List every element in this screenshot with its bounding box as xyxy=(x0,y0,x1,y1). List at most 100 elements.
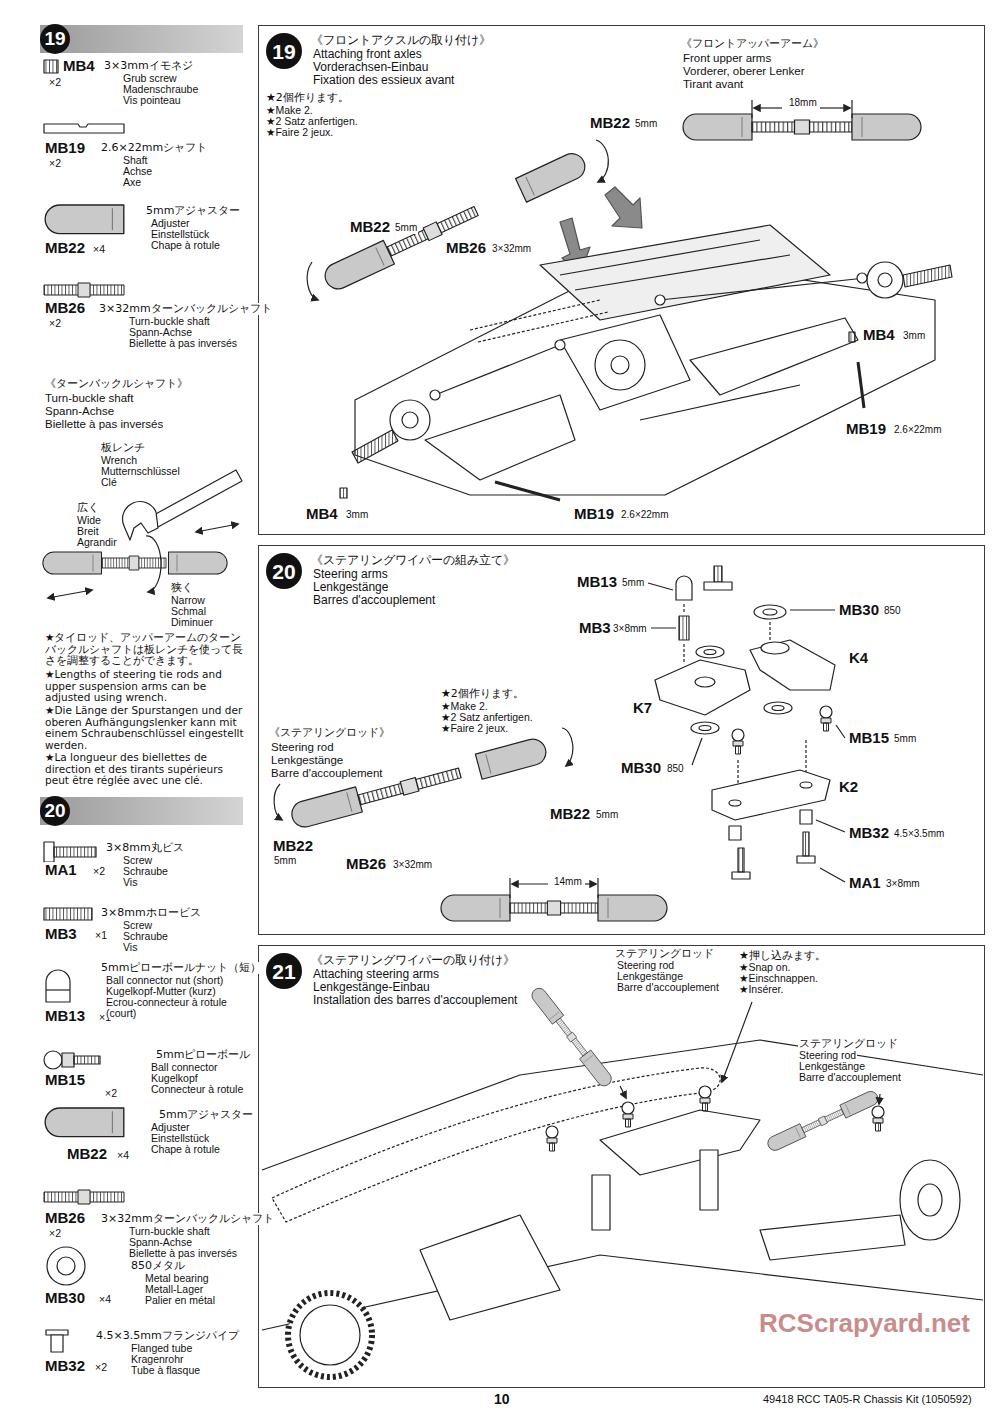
steering-arm-parts xyxy=(676,576,692,600)
caption-text: ×4 xyxy=(116,1150,130,1161)
steering-arm-parts xyxy=(754,605,786,619)
caption-text: Chape à rotule xyxy=(150,240,221,251)
dimension-label: 5mm xyxy=(634,119,658,130)
chassis-figure xyxy=(857,273,867,283)
caption-text: Einstellstück xyxy=(150,1133,210,1144)
part-code: MB4 xyxy=(305,506,339,522)
caption-text: Axe xyxy=(122,177,142,188)
chassis-figure xyxy=(900,1160,960,1240)
caption-text: Clé xyxy=(100,477,118,488)
japanese-caption: 3×32mmターンバックルシャフト xyxy=(100,1213,275,1225)
dimension-label: 2.6×22mm xyxy=(620,510,670,521)
japanese-caption: 850メタル xyxy=(130,1260,186,1272)
caption-text: ×4 xyxy=(98,1294,112,1305)
dimension-label: 14mm xyxy=(553,877,583,888)
japanese-caption: ステアリングロッド xyxy=(614,948,715,960)
steering-arm-parts xyxy=(732,729,744,754)
step-number-text: 20 xyxy=(40,796,70,826)
dimension-label: 5mm xyxy=(394,223,418,234)
part-code: MB3 xyxy=(578,620,612,636)
subtitle: Tirant avant xyxy=(682,78,744,90)
chassis-figure xyxy=(435,345,560,395)
japanese-caption: 板レンチ xyxy=(100,442,146,454)
chassis-figure xyxy=(352,430,398,463)
japanese-caption: 5mmピローボール xyxy=(155,1049,251,1061)
caption-text: Adjuster xyxy=(150,1122,191,1133)
part-code: MB26 xyxy=(44,300,86,316)
wrench-figure xyxy=(102,556,166,570)
japanese-caption: 5mmアジャスター xyxy=(145,205,241,217)
part-code: MB26 xyxy=(345,856,387,872)
chassis-figure xyxy=(390,400,430,440)
chassis-figure xyxy=(300,1305,360,1365)
caption-text: ×2 xyxy=(48,77,62,88)
part-icons xyxy=(74,1056,100,1064)
subtitle: Turn-buckle shaft xyxy=(44,392,134,404)
assembly-illustration xyxy=(43,60,983,1377)
part-icons xyxy=(44,908,92,920)
part-icons xyxy=(44,283,124,297)
chassis-figure xyxy=(879,1094,880,1104)
dimension-label: 3×32mm xyxy=(491,244,532,255)
page-number: 10 xyxy=(493,1392,511,1407)
chassis-figure xyxy=(560,240,790,290)
part-icons xyxy=(47,1247,85,1285)
chassis-figure xyxy=(595,340,645,390)
steering-rod-figure xyxy=(510,901,598,915)
part-code: MB4 xyxy=(862,327,896,343)
part-code: K4 xyxy=(848,650,869,666)
caption-text: Vis xyxy=(122,877,138,888)
caption-text: Ball connector nut (short) xyxy=(105,975,224,986)
step-title: 《ステアリングワイパーの取り付け》 xyxy=(311,952,515,969)
caption-text: (court) xyxy=(105,1008,137,1019)
watermark: RCScrapyard.net xyxy=(758,1310,971,1337)
caption-text: Kragenrohr xyxy=(130,1354,185,1365)
part-code: MB22 xyxy=(66,1146,108,1162)
steering-arm-parts xyxy=(800,782,812,788)
wrench-figure xyxy=(48,590,92,598)
dimension-label: 5mm xyxy=(273,856,297,867)
part-code: MB13 xyxy=(576,574,618,590)
steering-rod-figure xyxy=(512,883,548,884)
chassis-figure xyxy=(660,278,865,300)
caption-text: Adjuster xyxy=(150,218,191,229)
part-code: MB30 xyxy=(838,602,880,618)
caption-text: Steering rod xyxy=(798,1050,857,1061)
wrench-figure xyxy=(152,470,242,527)
chassis-figure xyxy=(555,1017,588,1056)
chassis-figure xyxy=(529,985,564,1024)
step-title: 《ステアリングワイパーの組み立て》 xyxy=(311,552,515,569)
dimension-label: 3×32mm xyxy=(392,860,433,871)
turnbuckle-figure xyxy=(596,140,608,182)
japanese-caption: 《フロントアッパーアーム》 xyxy=(680,38,825,50)
dimension-label: 18mm xyxy=(788,98,818,109)
caption-text: Spann-Achse xyxy=(128,1237,193,1248)
caption-text: ★Snap on. xyxy=(738,962,791,973)
subtitle: Barre d'accouplement xyxy=(270,767,384,779)
caption-text: ★Insérer. xyxy=(738,984,784,995)
step-title: Vorderachsen-Einbau xyxy=(313,60,428,74)
chassis-figure xyxy=(867,262,903,298)
upper-arm-figure xyxy=(683,114,752,140)
part-icons xyxy=(44,60,124,297)
chassis-figure xyxy=(402,412,418,428)
part-code: K2 xyxy=(838,779,859,795)
caption-text: ★Faire 2 jeux. xyxy=(265,127,334,138)
steering-arm-parts xyxy=(772,706,784,711)
steering-rod-figure xyxy=(475,736,548,779)
steering-arm-parts xyxy=(803,832,809,856)
step-title: Attaching steering arms xyxy=(313,967,439,981)
step-title: Lenkgestänge xyxy=(313,580,388,594)
steering-rod-figure xyxy=(585,883,596,884)
step-title: Fixation des essieux avant xyxy=(313,73,454,87)
step-panel: 《フロントアクスルの取り付け》Attaching front axlesVord… xyxy=(258,25,985,535)
caption-text: Palier en métal xyxy=(144,1295,216,1306)
steering-arm-parts xyxy=(699,726,711,731)
wrench-figure xyxy=(169,552,228,574)
chassis-figure xyxy=(918,1184,942,1216)
caption-text: ★Make 2. xyxy=(440,701,489,712)
chassis-figure xyxy=(655,295,665,305)
steering-arm-parts xyxy=(732,872,750,879)
chassis-figure xyxy=(529,985,614,1088)
part-icons xyxy=(46,989,70,990)
